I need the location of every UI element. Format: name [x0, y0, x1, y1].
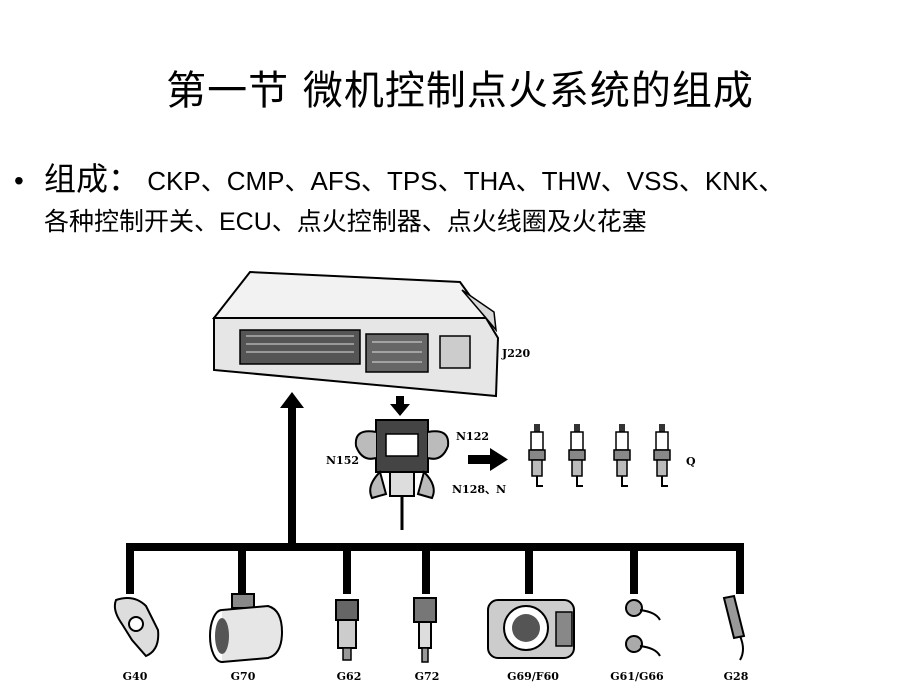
spark-plug-icon	[653, 424, 671, 487]
sensor-to-ecu-arrow	[280, 392, 304, 408]
spark-plug-icon	[528, 424, 546, 487]
sensor-g61-g66	[625, 599, 661, 657]
sensor-g40	[113, 597, 160, 658]
sensor-labels: G40 G70 G62 G72 G69/F60 G61/G66 G28	[123, 670, 749, 683]
spark-plug-label: Q	[686, 455, 696, 468]
ignition-coil-pack: N152 N122 N128、N	[326, 419, 506, 530]
sensor-g70	[209, 593, 284, 663]
coil-label-top: N122	[456, 430, 489, 443]
sensor-g28	[722, 594, 746, 661]
sensor-g62	[335, 599, 359, 661]
ecu-label: J220	[501, 347, 531, 360]
spark-plug-icon	[613, 424, 631, 487]
sensor-label: G69/F60	[507, 670, 559, 683]
bullet-line1: CKP、CMP、AFS、TPS、THA、THW、VSS、KNK、	[140, 166, 785, 196]
sensor-label: G40	[123, 670, 148, 683]
sensor-g69-f60	[487, 599, 575, 659]
page-title: 第一节 微机控制点火系统的组成	[166, 68, 754, 114]
sensor-label: G72	[415, 670, 440, 683]
ecu-to-coil-arrow	[390, 396, 410, 416]
sensor-bus	[126, 406, 744, 594]
sensor-label: G28	[724, 670, 749, 683]
sensor-g72	[413, 597, 437, 663]
bullet-dot: •	[14, 165, 24, 196]
components-bullet: • 组成： CKP、CMP、AFS、TPS、THA、THW、VSS、KNK、	[14, 162, 914, 198]
coil-label-bottom: N128、N	[452, 483, 506, 496]
spark-plugs: Q	[528, 424, 696, 487]
coil-label-left: N152	[326, 454, 359, 467]
sensor-label: G61/G66	[610, 670, 664, 683]
coil-to-plug-arrow	[468, 448, 508, 471]
sensor-label: G70	[231, 670, 256, 683]
bullet-label: 组成：	[44, 160, 141, 198]
ecu-unit: J220	[211, 270, 531, 398]
spark-plug-icon	[568, 424, 586, 487]
sensor-label: G62	[337, 670, 362, 683]
bullet-line2: 各种控制开关、ECU、点火控制器、点火线圈及火花塞	[44, 208, 647, 236]
